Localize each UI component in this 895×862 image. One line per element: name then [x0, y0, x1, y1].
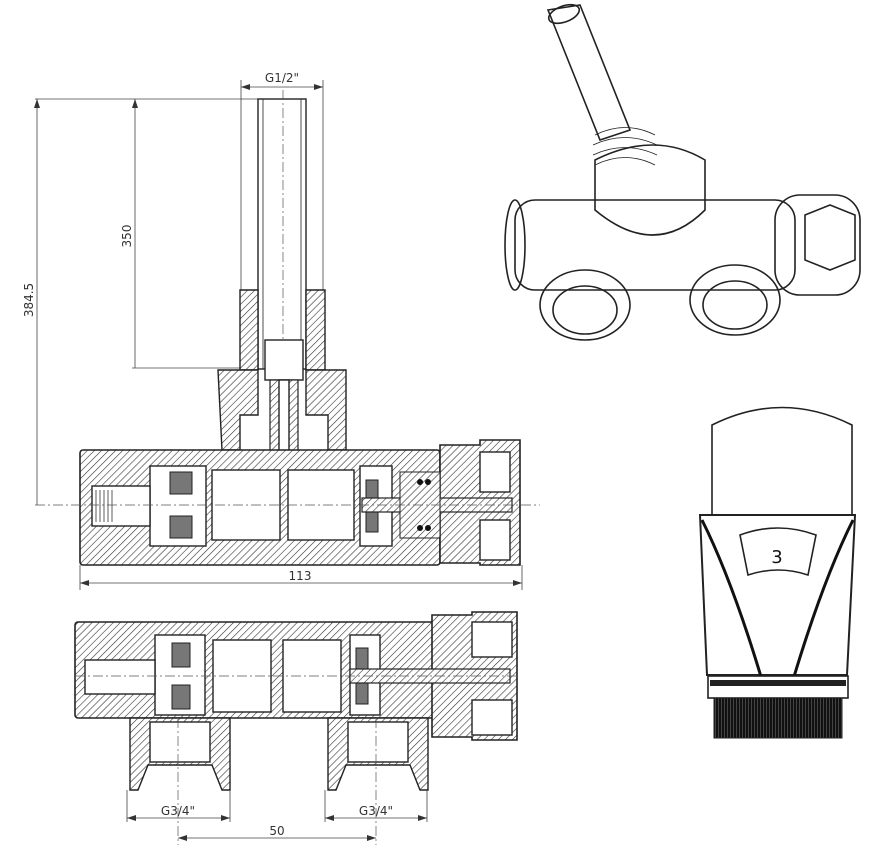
dim-label-port-thread-left: G3/4" [161, 804, 195, 818]
dim-label-body-length: 113 [289, 569, 312, 583]
thermostat-head [698, 406, 857, 739]
thermostat-setting-number: 3 [771, 547, 782, 568]
bottom-section-view [74, 611, 520, 845]
front-section-view [34, 80, 540, 590]
dim-label-pipe-thread: G1/2" [265, 71, 299, 85]
setting-window [739, 527, 817, 577]
dim-label-pipe-height: 350 [120, 225, 134, 248]
dim-label-port-spacing: 50 [269, 824, 284, 838]
isometric-valve-view [504, 3, 861, 341]
dim-label-port-thread-right: G3/4" [359, 804, 393, 818]
dim-label-total-height: 384.5 [22, 283, 36, 317]
